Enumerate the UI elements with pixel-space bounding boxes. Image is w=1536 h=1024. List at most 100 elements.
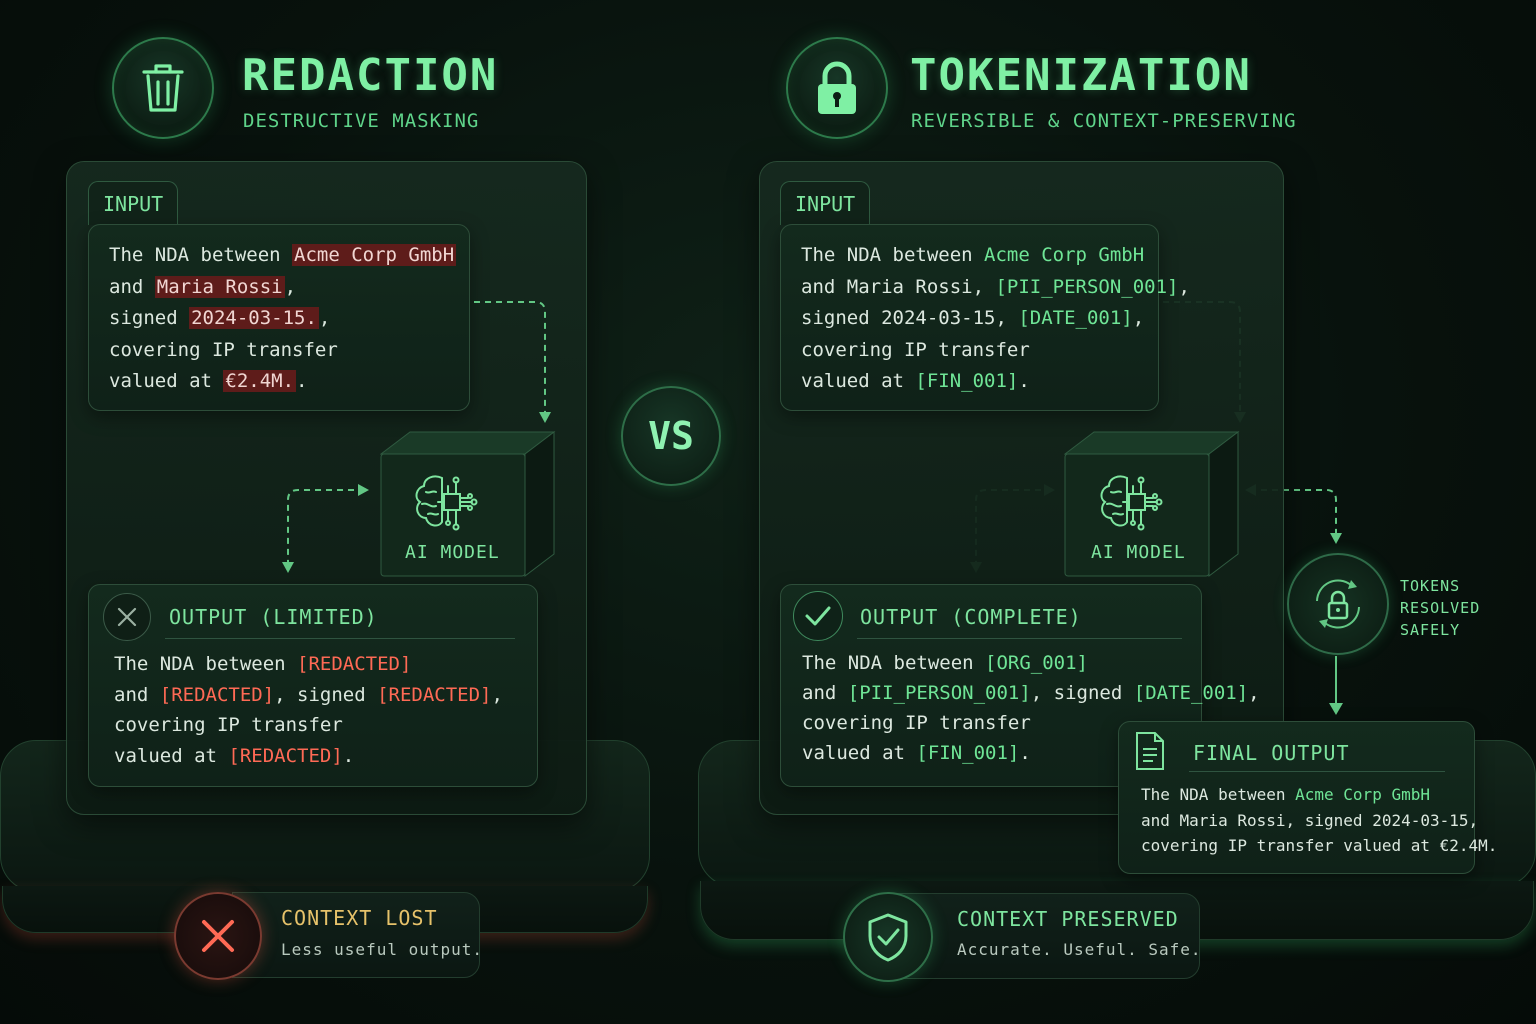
tokenization-input-tab: INPUT [780, 181, 870, 225]
text-line: and Maria Rossi, [PII_PERSON_001], [801, 272, 1190, 304]
text-segment: covering IP transfer [114, 714, 343, 736]
context-lost-badge [174, 892, 262, 980]
redaction-header-icon [112, 37, 214, 139]
tokens-resolved-badge [1287, 553, 1389, 655]
text-segment: The NDA between [109, 244, 293, 266]
text-segment: , [284, 275, 297, 298]
redaction-output-divider [165, 638, 515, 639]
highlighted-token: [REDACTED] [377, 683, 492, 706]
text-segment: The NDA between [114, 653, 298, 675]
text-segment: . [1018, 370, 1030, 392]
redaction-output-text: The NDA between [REDACTED]and [REDACTED]… [114, 649, 503, 771]
context-lost-subtitle: Less useful output. [281, 940, 484, 959]
text-line: signed 2024-03-15., [109, 303, 456, 335]
text-line: covering IP transfer valued at €2.4M. [1141, 833, 1497, 859]
text-line: valued at [FIN_001]. [801, 366, 1190, 398]
brain-chip-icon [415, 475, 478, 531]
text-line: The NDA between [REDACTED] [114, 649, 503, 680]
text-segment: covering IP transfer [802, 712, 1031, 734]
highlighted-token: [REDACTED] [159, 683, 275, 706]
ai-model-label-left: AI MODEL [405, 542, 500, 563]
final-output-card: FINAL OUTPUT The NDA between Acme Corp G… [1118, 721, 1497, 874]
text-segment: and [114, 683, 160, 706]
text-segment: covering IP transfer [801, 338, 1030, 361]
text-segment: valued at [109, 370, 224, 392]
final-output-divider [1189, 771, 1445, 772]
text-segment: , [318, 307, 331, 329]
text-line: The NDA between Acme Corp GmbH [109, 240, 457, 272]
check-circle-icon [793, 591, 843, 641]
text-segment: , [1178, 275, 1190, 298]
context-lost-title: CONTEXT LOST [281, 906, 438, 930]
text-line: covering IP transfer [114, 710, 503, 741]
redaction-subtitle: DESTRUCTIVE MASKING [243, 110, 480, 132]
tokenization-output-card: OUTPUT (COMPLETE) The NDA between [ORG_0… [780, 584, 1260, 787]
text-segment: . [296, 370, 308, 392]
highlighted-token: €2.4M. [223, 370, 297, 392]
text-line: covering IP transfer [801, 335, 1190, 367]
text-line: and Maria Rossi, [109, 272, 456, 304]
highlighted-token: [REDACTED] [228, 744, 343, 767]
text-segment: The NDA between [802, 652, 986, 674]
text-line: signed 2024-03-15, [DATE_001], [801, 303, 1190, 335]
text-segment: . [342, 744, 355, 767]
text-segment: signed [109, 307, 190, 329]
highlighted-token: Acme Corp GmbH [984, 244, 1145, 266]
text-line: valued at [FIN_001]. [802, 738, 1260, 768]
tokens-resolved-line: TOKENS [1400, 577, 1461, 595]
brain-chip-icon [1100, 475, 1163, 531]
ai-model-cube-left [380, 430, 556, 578]
shield-check-icon [868, 913, 908, 962]
text-line: The NDA between Acme Corp GmbH [801, 240, 1190, 272]
highlighted-token: [FIN_001] [916, 742, 1020, 764]
x-icon [202, 920, 234, 952]
highlighted-token: Acme Corp GmbH [292, 244, 457, 266]
redaction-output-card: OUTPUT (LIMITED) The NDA between [REDACT… [88, 584, 538, 787]
text-line: valued at €2.4M.. [109, 366, 456, 398]
redaction-title: REDACTION [242, 50, 499, 101]
text-segment: covering IP transfer [109, 338, 338, 361]
tokenization-header-icon [786, 37, 888, 139]
highlighted-token: [ORG_001] [985, 652, 1088, 674]
highlighted-token: Acme Corp GmbH [1295, 785, 1430, 804]
text-segment: valued at [114, 744, 229, 767]
x-circle-icon [103, 593, 151, 641]
ai-model-label-right: AI MODEL [1091, 542, 1186, 563]
text-line: and [REDACTED], signed [REDACTED], [114, 680, 503, 711]
text-segment: , [1248, 682, 1260, 704]
tokenization-title: TOKENIZATION [910, 50, 1252, 101]
text-line: valued at [REDACTED]. [114, 741, 503, 772]
text-line: and Maria Rossi, signed 2024-03-15, [1141, 808, 1497, 834]
tokens-resolved-line: SAFELY [1400, 621, 1461, 639]
highlighted-token: Maria Rossi [154, 275, 285, 298]
text-segment: signed 2024-03-15, [801, 307, 1019, 329]
tokenization-output-divider [857, 638, 1182, 639]
vs-badge: VS [621, 386, 721, 486]
text-line: The NDA between [ORG_001] [802, 648, 1260, 678]
text-segment: , [1132, 307, 1145, 329]
highlighted-token: [REDACTED] [297, 653, 412, 675]
tokenization-subtitle: REVERSIBLE & CONTEXT-PRESERVING [911, 110, 1297, 132]
text-line: The NDA between Acme Corp GmbH [1141, 782, 1497, 808]
highlighted-token: 2024-03-15. [189, 307, 319, 329]
highlighted-token: [DATE_001] [1133, 682, 1249, 704]
text-segment: valued at [802, 742, 917, 764]
text-segment: , [491, 683, 503, 706]
trash-icon [142, 64, 184, 112]
document-icon [1136, 732, 1164, 770]
text-segment: and [109, 275, 155, 298]
text-segment: , signed [274, 683, 378, 706]
tokens-resolved-label: TOKENS RESOLVED SAFELY [1400, 575, 1480, 641]
text-line: and [PII_PERSON_001], signed [DATE_001], [802, 678, 1260, 708]
highlighted-token: [FIN_001] [915, 370, 1019, 392]
tokenization-output-text: The NDA between [ORG_001]and [PII_PERSON… [802, 648, 1260, 768]
text-segment: , signed [1030, 682, 1134, 704]
text-segment: and [802, 682, 848, 704]
tokenization-output-title: OUTPUT (COMPLETE) [860, 605, 1082, 629]
lock-icon [818, 61, 856, 114]
lock-refresh-icon [1316, 579, 1360, 629]
